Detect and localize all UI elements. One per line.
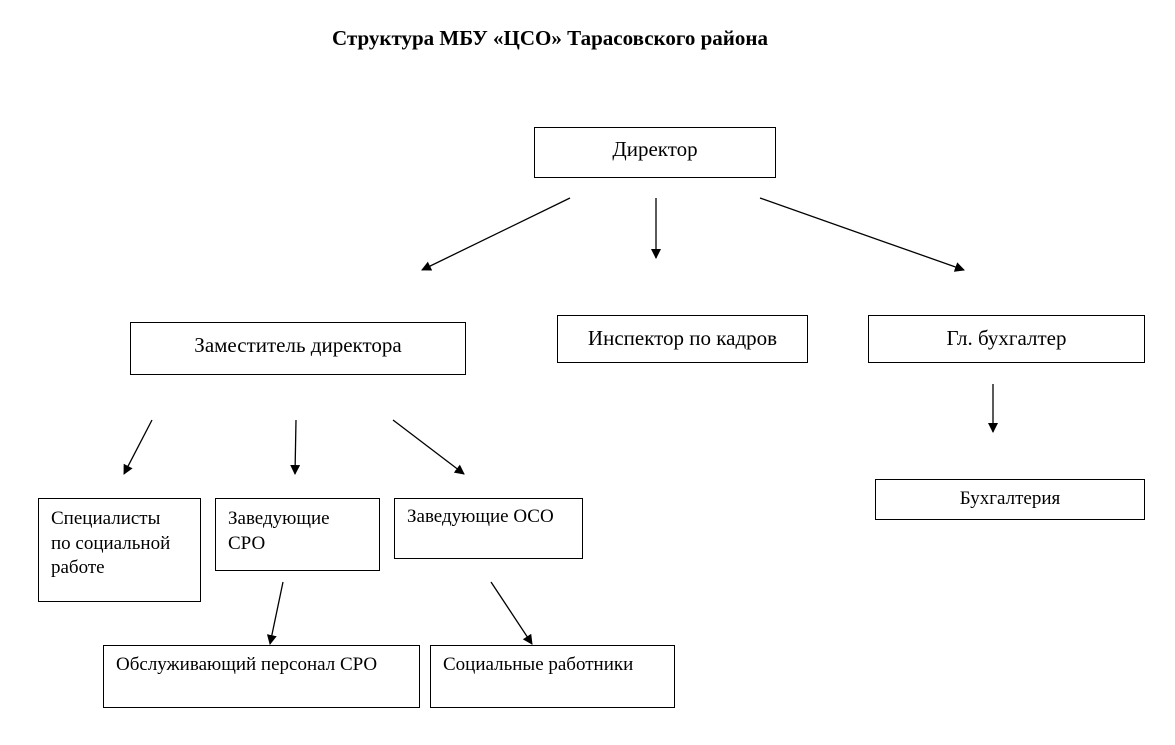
arrow-sro-heads-to-sro-staff bbox=[266, 581, 284, 645]
social-specialists-label-line-3: работе bbox=[51, 557, 105, 579]
sro-heads-label-line-2: СРО bbox=[228, 532, 266, 554]
social-specialists-label-line-1: Специалисты bbox=[51, 508, 161, 529]
arrow-oso-heads-to-social-workers bbox=[490, 581, 533, 645]
chief-accountant-box: Гл. бухгалтер bbox=[868, 315, 1145, 363]
arrow-director-to-chief-accountant bbox=[759, 197, 965, 272]
social-specialists-label-line-2: по социальной bbox=[51, 532, 171, 554]
chief-accountant-label: Гл. бухгалтер bbox=[946, 326, 1067, 350]
sro-staff-label: Обслуживающий персонал СРО bbox=[116, 654, 378, 675]
deputy-director-box: Заместитель директора bbox=[130, 322, 466, 375]
oso-heads-label: Заведующие ОСО bbox=[407, 506, 554, 527]
deputy-director-label: Заместитель директора bbox=[194, 333, 402, 357]
sro-staff-box: Обслуживающий персонал СРО bbox=[103, 645, 420, 708]
arrow-deputy-to-sro-heads bbox=[290, 419, 301, 475]
arrow-deputy-to-social-specialists bbox=[123, 419, 153, 475]
sro-heads-box: Заведующие СРО bbox=[215, 498, 380, 571]
social-workers-box: Социальные работники bbox=[430, 645, 675, 708]
diagram-title: Структура МБУ «ЦСО» Тарасовского района bbox=[332, 26, 768, 50]
arrow-deputy-to-oso-heads bbox=[392, 419, 465, 475]
hr-inspector-label: Инспектор по кадров bbox=[587, 326, 778, 350]
hr-inspector-box: Инспектор по кадров bbox=[557, 315, 808, 363]
oso-heads-box: Заведующие ОСО bbox=[394, 498, 583, 559]
accounting-box: Бухгалтерия bbox=[875, 479, 1145, 520]
arrow-director-to-deputy bbox=[421, 197, 571, 271]
director-box: Директор bbox=[534, 127, 776, 178]
director-label: Директор bbox=[612, 137, 698, 161]
social-workers-label: Социальные работники bbox=[443, 654, 634, 675]
sro-heads-label-line-1: Заведующие bbox=[228, 508, 330, 529]
social-specialists-box: Специалисты по социальной работе bbox=[38, 498, 201, 602]
accounting-label: Бухгалтерия bbox=[959, 488, 1061, 509]
